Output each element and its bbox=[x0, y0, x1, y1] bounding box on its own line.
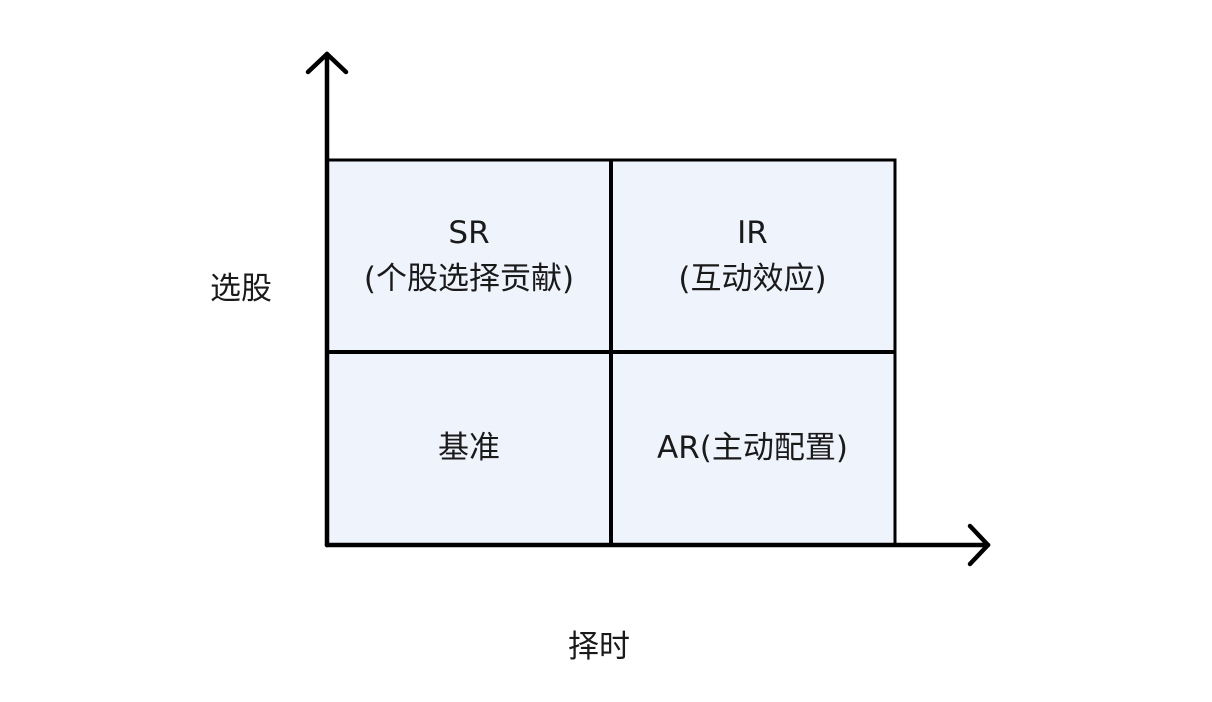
y-axis-arrowhead bbox=[305, 51, 349, 75]
y-axis-label: 选股 bbox=[210, 271, 272, 307]
quadrant-benchmark-title: 基准 bbox=[438, 430, 500, 467]
quadrant-ir-subtitle: (互动效应) bbox=[678, 261, 827, 297]
x-axis-arrowhead bbox=[967, 523, 991, 567]
quadrant-sr-subtitle: (个股选择贡献) bbox=[363, 261, 575, 297]
quadrant-ir-title: IR bbox=[737, 214, 768, 251]
quadrant-benchmark: 基准 bbox=[328, 353, 610, 544]
quadrant-ir: IR (互动效应) bbox=[611, 160, 894, 352]
quadrant-sr: SR (个股选择贡献) bbox=[328, 160, 610, 352]
quadrant-ar-title: AR(主动配置) bbox=[657, 430, 848, 467]
quadrant-sr-title: SR bbox=[448, 214, 490, 251]
quadrant-ar: AR(主动配置) bbox=[611, 353, 894, 544]
x-axis-label: 择时 bbox=[568, 629, 630, 665]
